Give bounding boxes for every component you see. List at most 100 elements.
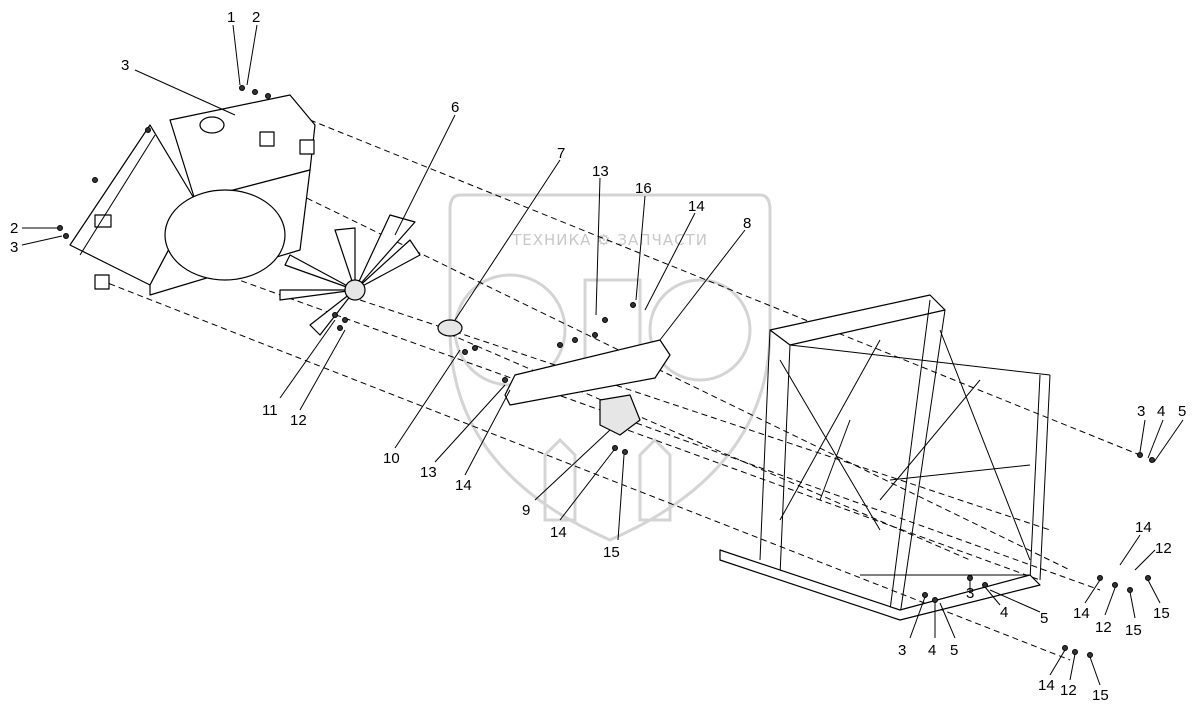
- bolt: [922, 592, 928, 598]
- fan-blade: [284, 254, 356, 291]
- bolt: [1087, 652, 1093, 658]
- frame-base: [719, 549, 1041, 621]
- leader-line: [1049, 649, 1066, 676]
- callout-label: 3: [898, 642, 906, 659]
- bolt: [1072, 649, 1078, 655]
- callout-label: 12: [1060, 682, 1077, 699]
- leader-line: [394, 349, 461, 449]
- bolt: [1062, 645, 1068, 651]
- callout-label: 12: [290, 412, 307, 429]
- fan-blade: [354, 214, 416, 291]
- radiator-filler-neck: [199, 116, 225, 134]
- leader-line: [1119, 534, 1141, 566]
- leader-line: [299, 329, 346, 411]
- leader-line: [659, 229, 746, 341]
- watermark-text: ТЕХНИКА ⚙ ЗАПЧАСТИ: [511, 231, 708, 249]
- leader-line: [635, 195, 646, 301]
- bolt: [252, 89, 258, 95]
- leader-line: [232, 24, 241, 86]
- callout-label: 14: [1038, 677, 1055, 694]
- radiator-inlet-pipe: [259, 131, 275, 147]
- bearing-housing: [599, 394, 641, 436]
- callout-label: 3: [10, 239, 18, 256]
- watermark-letter-f: [648, 278, 752, 382]
- bolt: [265, 93, 271, 99]
- leader-line: [1147, 579, 1161, 604]
- bolt: [337, 325, 343, 331]
- callout-label: 3: [1137, 403, 1145, 420]
- radiator-plate: [94, 214, 112, 228]
- callout-label: 5: [1178, 403, 1186, 420]
- callout-label: 14: [455, 477, 472, 494]
- frame-strut: [819, 419, 851, 501]
- callout-label: 14: [1073, 605, 1090, 622]
- leader-line: [1139, 419, 1146, 453]
- frame-crossbar: [889, 464, 1031, 481]
- frame-brace: [939, 329, 1031, 561]
- frame-leg: [759, 329, 771, 561]
- bolt: [612, 445, 618, 451]
- bolt: [592, 332, 598, 338]
- frame-post: [1039, 374, 1051, 581]
- frame-top: [769, 294, 946, 346]
- callout-label: 15: [1153, 605, 1170, 622]
- bolt: [630, 302, 636, 308]
- leader-line: [464, 389, 511, 476]
- callout-label: 7: [557, 145, 565, 162]
- bolt: [332, 312, 338, 318]
- fan: [279, 214, 421, 336]
- radiator-outlet-pipe: [299, 139, 315, 155]
- leader-line: [434, 384, 506, 463]
- leader-line: [617, 454, 625, 541]
- radiator-side-rail: [79, 134, 156, 256]
- dash-line: [279, 184, 1071, 571]
- watermark-towers: [543, 437, 672, 522]
- dash-line: [439, 329, 971, 561]
- leader-line: [394, 114, 456, 236]
- leader-line: [454, 159, 561, 321]
- callout-label: 12: [1155, 540, 1172, 557]
- bearing-body: [599, 394, 641, 436]
- callout-label: 4: [1157, 403, 1165, 420]
- bolt: [602, 317, 608, 323]
- callout-label: 4: [1000, 604, 1008, 621]
- bolt: [932, 597, 938, 603]
- fan-hub: [344, 279, 366, 301]
- callout-label: 3: [121, 57, 129, 74]
- callout-labels: 1 2 3 2 3 6 7 13 16 14 8 11 12 10 13 14 …: [10, 9, 1186, 704]
- radiator-assembly: [69, 94, 316, 296]
- leader-line: [534, 429, 611, 501]
- shroud-opening: [164, 189, 286, 281]
- leader-line: [1129, 591, 1136, 619]
- bolt: [1145, 575, 1151, 581]
- bolt: [1137, 452, 1143, 458]
- fan-blade: [354, 239, 421, 291]
- bolt: [57, 225, 63, 231]
- frame-leg: [779, 344, 791, 576]
- frame-brace: [779, 339, 881, 521]
- bolt: [462, 349, 468, 355]
- leader-line: [989, 589, 1041, 613]
- fan-blade: [334, 227, 356, 291]
- dash-line: [309, 119, 1141, 456]
- leader-line: [21, 235, 63, 246]
- callout-label: 9: [522, 502, 530, 519]
- frame-brace: [779, 359, 881, 531]
- callout-label: 5: [1040, 610, 1048, 627]
- leader-line: [1069, 653, 1076, 681]
- dash-line: [99, 279, 1071, 661]
- callout-label: 4: [928, 642, 936, 659]
- pulley: [437, 319, 463, 337]
- radiator-lower-pipe: [94, 274, 110, 290]
- callout-label: 14: [688, 198, 705, 215]
- leader-line: [279, 319, 336, 399]
- dash-line: [359, 299, 1051, 531]
- callout-label: 10: [383, 450, 400, 467]
- callout-label: 11: [262, 402, 278, 419]
- callout-label: 14: [1135, 519, 1152, 536]
- callout-label: 2: [10, 220, 18, 237]
- frame-strut: [879, 379, 981, 501]
- frame-leg: [899, 309, 946, 616]
- bolt: [622, 449, 628, 455]
